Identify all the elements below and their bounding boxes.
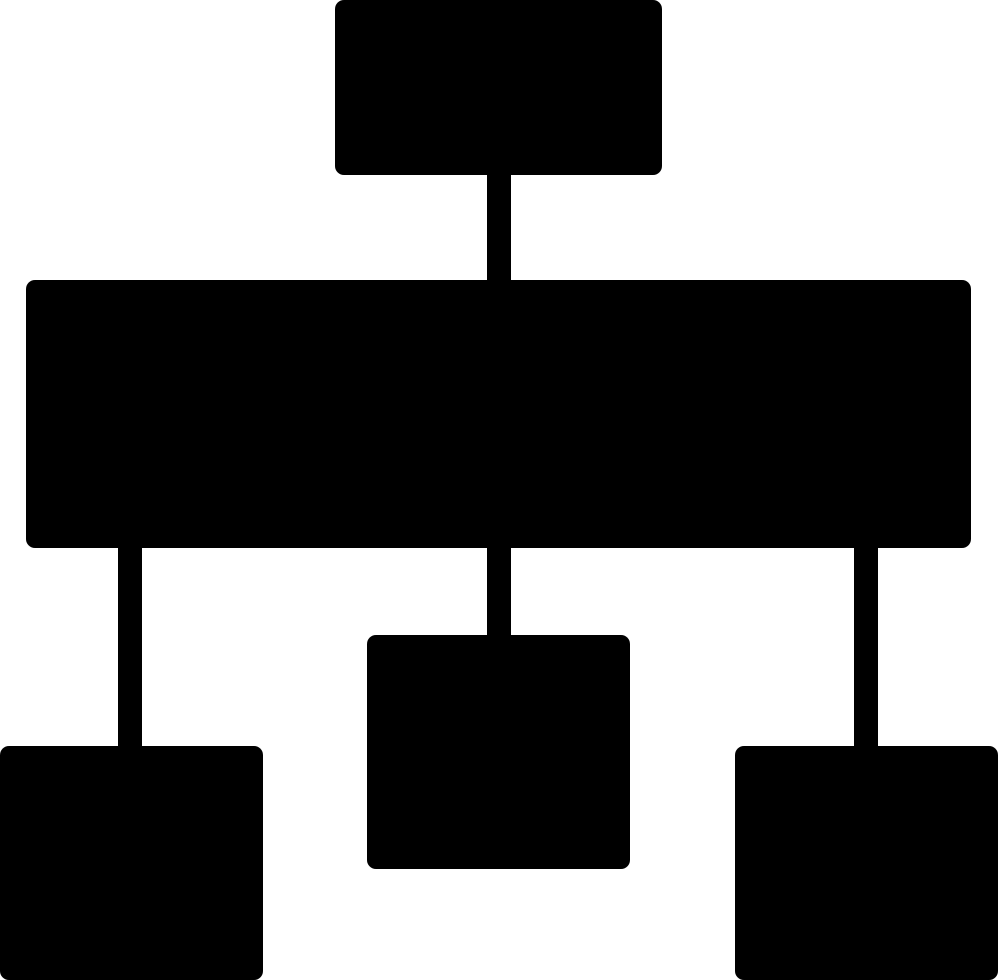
- child-node-box-left: [0, 746, 263, 980]
- connector-center: [487, 540, 511, 642]
- child-node-box-right: [735, 746, 998, 980]
- connector-left: [118, 540, 142, 752]
- connector-right: [854, 540, 878, 752]
- child-node-box-center: [367, 635, 630, 869]
- main-node-box: [26, 280, 971, 548]
- top-node-box: [335, 0, 662, 175]
- connector-top: [487, 168, 511, 286]
